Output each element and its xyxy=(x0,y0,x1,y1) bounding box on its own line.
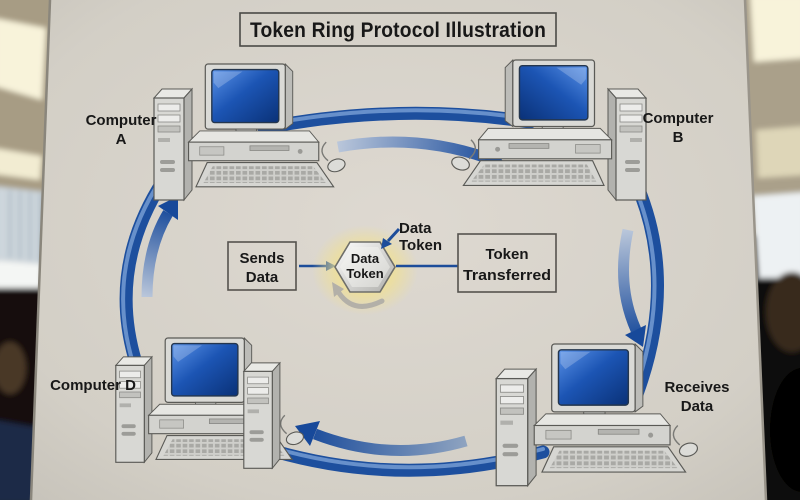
annotation-label-line2: Token xyxy=(399,237,442,254)
ring-segment-top xyxy=(257,106,537,135)
board-left-edge xyxy=(29,0,52,500)
title-box xyxy=(239,12,557,47)
computer-b-label: Computer xyxy=(643,110,714,127)
token-transferred-label-line2: Transferred xyxy=(463,267,551,284)
title-block: Token Ring Protocol Illustration xyxy=(239,12,557,47)
page-title: Token Ring Protocol Illustration xyxy=(250,19,546,42)
data-token-label-line2: Token xyxy=(346,266,383,281)
computer-d-label: Computer D xyxy=(50,377,136,394)
ring-segment-top-gloss xyxy=(262,108,532,127)
computer-tower-icon xyxy=(495,368,537,487)
computer-tower-icon xyxy=(607,88,647,201)
computer-a-label: Computer xyxy=(86,112,157,129)
rotation-arrow-icon xyxy=(332,282,385,309)
flow-arrow-left-icon xyxy=(141,196,178,298)
receives-data-label: Receives xyxy=(664,379,729,396)
token-transferred-box xyxy=(457,233,557,293)
computer-b-label-line2: B xyxy=(673,129,684,146)
sends-data-box xyxy=(227,241,297,291)
data-token-hexagon: Data Token xyxy=(334,241,396,293)
receives-data-label-line2: Data xyxy=(681,398,714,415)
ring-segment-left-gloss xyxy=(121,179,162,365)
sends-data-label: Sends xyxy=(239,250,284,267)
flow-arrow-right-icon xyxy=(618,228,646,347)
annotation-arrow-icon xyxy=(381,227,401,249)
computer-tower-icon xyxy=(115,356,153,463)
ring-segment-right xyxy=(630,178,664,401)
token-transferred-label: Token xyxy=(485,246,528,263)
ring-segment-left xyxy=(119,174,170,370)
board-right-edge xyxy=(743,0,768,500)
annotation-label: Data xyxy=(399,220,432,237)
data-token-annotation: Data Token xyxy=(381,220,442,254)
computer-tower-icon xyxy=(243,362,281,469)
computer-tower-icon xyxy=(153,88,193,201)
flow-arrow-bottom-icon xyxy=(295,421,468,456)
data-token-label: Data xyxy=(351,251,380,266)
sends-data-label-line2: Data xyxy=(246,269,279,286)
computer-a-label-line2: A xyxy=(116,131,127,148)
